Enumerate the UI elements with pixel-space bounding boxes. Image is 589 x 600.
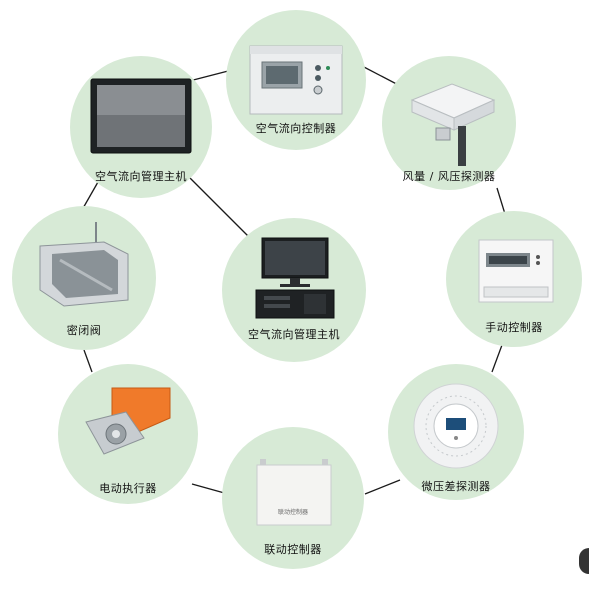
node-electric-actuator: 电动执行器 — [58, 364, 198, 504]
node-label: 手动控制器 — [485, 321, 543, 334]
node-airflow-controller: 空气流向控制器 — [226, 10, 366, 150]
actuator-icon — [85, 387, 171, 455]
node-management-host-center: 空气流向管理主机 — [222, 218, 366, 362]
airflow-sensor-icon — [410, 83, 496, 166]
edge-control-tab[interactable] — [579, 548, 589, 574]
node-label: 电动执行器 — [99, 482, 157, 495]
node-manual-controller: 手动控制器 — [446, 211, 582, 347]
node-management-host-panel: 空气流向管理主机 — [70, 56, 212, 198]
node-label: 联动控制器 — [264, 543, 322, 556]
node-label: 空气流向控制器 — [255, 122, 337, 135]
node-label: 空气流向管理主机 — [248, 328, 340, 341]
node-label: 风量 / 风压探测器 — [402, 170, 496, 183]
node-sealed-valve: 密闭阀 — [12, 206, 156, 350]
node-linkage-controller: 联动控制器 联动控制器 — [222, 427, 364, 569]
node-label: 微压差探测器 — [421, 480, 491, 493]
pressure-sensor-icon — [413, 383, 499, 469]
node-label: 空气流向管理主机 — [95, 170, 187, 183]
node-label: 密闭阀 — [66, 324, 102, 337]
node-airflow-pressure-detector: 风量 / 风压探测器 — [382, 56, 516, 190]
manual-controller-icon — [478, 239, 554, 303]
control-panel-icon — [249, 45, 343, 115]
node-pressure-diff-detector: 微压差探测器 — [388, 364, 524, 500]
linkage-controller-icon — [256, 459, 332, 526]
workstation-icon — [255, 237, 335, 319]
touch-panel-icon — [90, 78, 192, 154]
controller-sublabel: 联动控制器 — [277, 509, 308, 516]
sealed-valve-icon — [39, 222, 129, 307]
